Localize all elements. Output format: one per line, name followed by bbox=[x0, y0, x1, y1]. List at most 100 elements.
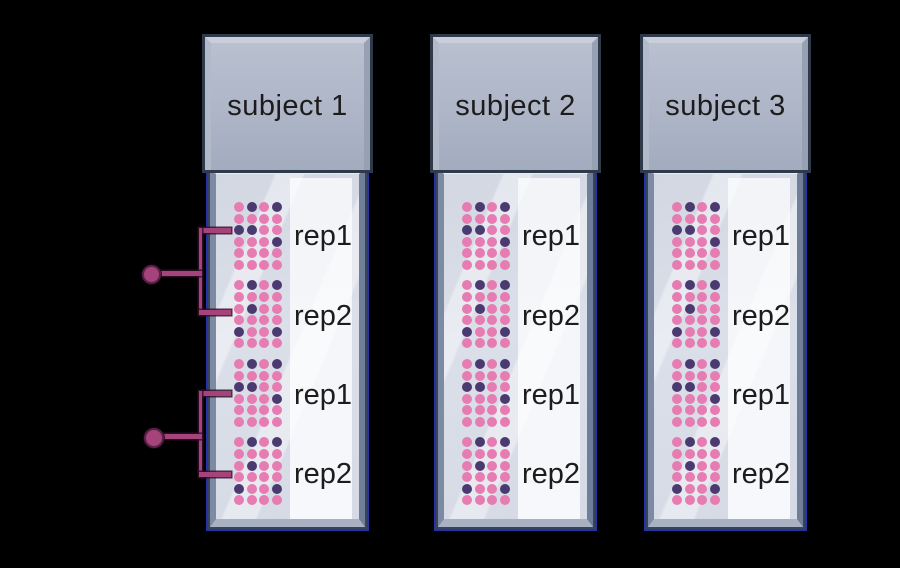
core-row bbox=[234, 225, 282, 236]
tissue-core-dot-pink bbox=[462, 303, 472, 314]
tissue-core-dot-pink bbox=[499, 213, 510, 224]
tissue-core-dot-purple bbox=[474, 303, 485, 314]
tissue-core-dot-pink bbox=[487, 449, 497, 459]
tissue-core-dot-pink bbox=[697, 326, 707, 337]
tissue-core-dot-purple bbox=[684, 437, 695, 448]
tissue-core-dot-pink bbox=[499, 225, 510, 236]
tissue-core-dot-pink bbox=[487, 370, 497, 381]
core-row bbox=[672, 472, 720, 483]
tissue-core-dot-pink bbox=[697, 259, 707, 270]
core-row bbox=[462, 280, 510, 291]
tissue-core-dot-pink bbox=[672, 280, 682, 291]
tissue-core-dot-pink bbox=[684, 259, 695, 270]
core-row bbox=[462, 248, 510, 259]
core-row bbox=[234, 460, 282, 471]
tissue-core-dot-pink bbox=[697, 236, 707, 247]
tissue-core-dot-pink bbox=[462, 292, 472, 303]
tissue-core-dot-purple bbox=[684, 358, 695, 369]
tissue-core-dot-pink bbox=[474, 472, 485, 483]
tissue-core-dot-pink bbox=[684, 495, 695, 506]
tissue-core-dot-pink bbox=[234, 292, 244, 303]
tissue-core-dot-pink bbox=[499, 416, 510, 427]
tissue-core-dot-pink bbox=[697, 315, 707, 326]
core-row bbox=[672, 303, 720, 314]
core-row bbox=[234, 280, 282, 291]
tissue-core-dot-purple bbox=[709, 358, 720, 369]
tissue-core-dot-pink bbox=[672, 338, 682, 349]
tissue-core-dot-pink bbox=[697, 472, 707, 483]
tissue-core-dot-pink bbox=[474, 213, 485, 224]
rep-label: rep1 bbox=[294, 220, 353, 252]
tissue-core-dot-pink bbox=[246, 326, 257, 337]
tissue-core-dot-purple bbox=[462, 225, 472, 236]
core-row bbox=[234, 303, 282, 314]
tissue-core-dot-pink bbox=[259, 483, 269, 494]
tissue-core-dot-pink bbox=[487, 280, 497, 291]
core-row bbox=[672, 202, 720, 212]
core-row bbox=[462, 472, 510, 483]
core-row bbox=[234, 248, 282, 259]
tissue-core-dot-pink bbox=[697, 416, 707, 427]
tissue-core-dot-pink bbox=[709, 338, 720, 349]
tissue-core-dot-pink bbox=[709, 472, 720, 483]
tissue-core-dot-pink bbox=[499, 449, 510, 459]
core-block-rep1-pair1 bbox=[462, 202, 510, 270]
tissue-core-dot-pink bbox=[246, 315, 257, 326]
tissue-core-dot-purple bbox=[474, 280, 485, 291]
core-row bbox=[462, 338, 510, 349]
tissue-core-dot-pink bbox=[499, 259, 510, 270]
tissue-core-dot-pink bbox=[234, 202, 244, 212]
tissue-core-dot-pink bbox=[487, 303, 497, 314]
core-row bbox=[234, 382, 282, 393]
tissue-core-dot-pink bbox=[246, 416, 257, 427]
tissue-core-dot-pink bbox=[672, 202, 682, 212]
core-row bbox=[462, 315, 510, 326]
tissue-core-dot-pink bbox=[259, 326, 269, 337]
tissue-core-dot-pink bbox=[684, 248, 695, 259]
core-row bbox=[462, 437, 510, 448]
bracket-1-tick-bottom bbox=[199, 310, 231, 315]
tissue-core-dot-pink bbox=[709, 259, 720, 270]
core-block-rep2-pair2 bbox=[462, 437, 510, 506]
tissue-core-dot-pink bbox=[462, 460, 472, 471]
tissue-core-dot-pink bbox=[259, 225, 269, 236]
tissue-core-dot-purple bbox=[271, 358, 282, 369]
core-row bbox=[234, 202, 282, 212]
rep-label: rep2 bbox=[294, 300, 353, 332]
tissue-core-dot-pink bbox=[259, 405, 269, 416]
tissue-core-dot-pink bbox=[462, 202, 472, 212]
slide-label-plate: subject 1 bbox=[205, 37, 370, 170]
tissue-core-dot-pink bbox=[234, 460, 244, 471]
tissue-core-dot-pink bbox=[246, 495, 257, 506]
tissue-core-dot-pink bbox=[709, 495, 720, 506]
tissue-core-dot-pink bbox=[697, 338, 707, 349]
tissue-core-array bbox=[672, 202, 720, 506]
tissue-core-dot-pink bbox=[709, 303, 720, 314]
tissue-core-dot-pink bbox=[697, 213, 707, 224]
tissue-core-dot-pink bbox=[487, 393, 497, 404]
tissue-core-dot-pink bbox=[487, 382, 497, 393]
tissue-core-dot-purple bbox=[499, 236, 510, 247]
tissue-core-dot-pink bbox=[487, 495, 497, 506]
tissue-core-dot-pink bbox=[271, 225, 282, 236]
tissue-core-dot-pink bbox=[499, 248, 510, 259]
tissue-core-dot-pink bbox=[246, 338, 257, 349]
core-row bbox=[672, 393, 720, 404]
tissue-core-dot-pink bbox=[234, 280, 244, 291]
tissue-core-dot-pink bbox=[684, 315, 695, 326]
tissue-core-dot-pink bbox=[234, 449, 244, 459]
core-row bbox=[672, 259, 720, 270]
tissue-core-dot-pink bbox=[697, 393, 707, 404]
subject-label: subject 2 bbox=[455, 90, 576, 122]
core-row bbox=[672, 338, 720, 349]
core-row bbox=[234, 292, 282, 303]
tissue-core-dot-pink bbox=[259, 393, 269, 404]
tissue-core-dot-pink bbox=[499, 292, 510, 303]
tissue-core-dot-pink bbox=[474, 315, 485, 326]
tissue-core-dot-pink bbox=[259, 248, 269, 259]
core-row bbox=[234, 213, 282, 224]
tissue-core-dot-pink bbox=[474, 495, 485, 506]
tissue-core-dot-pink bbox=[487, 416, 497, 427]
core-block-rep2-pair1 bbox=[672, 280, 720, 349]
